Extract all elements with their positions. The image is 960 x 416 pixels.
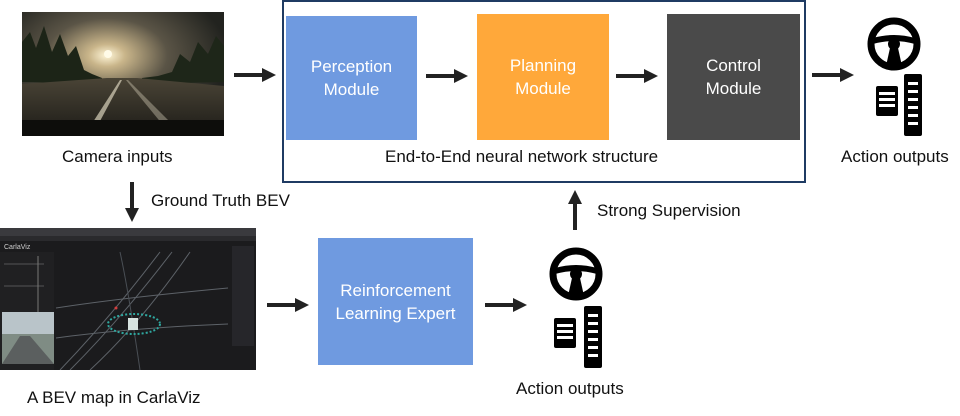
steering-pedals-icon [856,14,928,138]
ground-truth-label: Ground Truth BEV [151,191,290,210]
arrow-camera-to-e2e [234,68,276,82]
arrow-camera-to-bev [125,182,139,222]
arrow-control-to-action [812,68,854,82]
perception-line2: Module [323,80,380,99]
control-module: Control Module [667,14,800,140]
planning-line2: Module [515,79,571,98]
perception-line1: Perception [310,57,393,76]
bev-map-image: CarlaViz [0,228,256,370]
control-line2: Module [705,79,762,98]
camera-caption: Camera inputs [62,147,173,166]
perception-module: Perception Module [286,16,417,140]
action-bottom-caption: Action outputs [516,379,624,398]
arrow-planning-to-control [616,69,658,83]
rl-line1: Reinforcement [340,280,451,300]
planning-line1: Planning [509,56,577,75]
control-line1: Control [706,56,761,75]
steering-pedals-icon-bottom [540,244,612,370]
e2e-caption: End-to-End neural network structure [385,147,659,166]
bev-app-title: CarlaViz [4,244,31,251]
bev-caption: A BEV map in CarlaViz [27,388,201,407]
arrow-supervision-up [568,190,582,230]
e2e-network-frame [282,0,806,183]
arrow-bev-to-rl [267,298,309,312]
camera-image [22,12,224,136]
supervision-label: Strong Supervision [597,201,741,220]
arrow-rl-to-action [485,298,527,312]
arrow-perception-to-planning [426,69,468,83]
rl-expert-module: Reinforcement Learning Expert [318,238,473,365]
rl-line2: Learning Expert [335,303,456,323]
action-top-caption: Action outputs [841,147,949,166]
planning-module: Planning Module [477,14,609,140]
